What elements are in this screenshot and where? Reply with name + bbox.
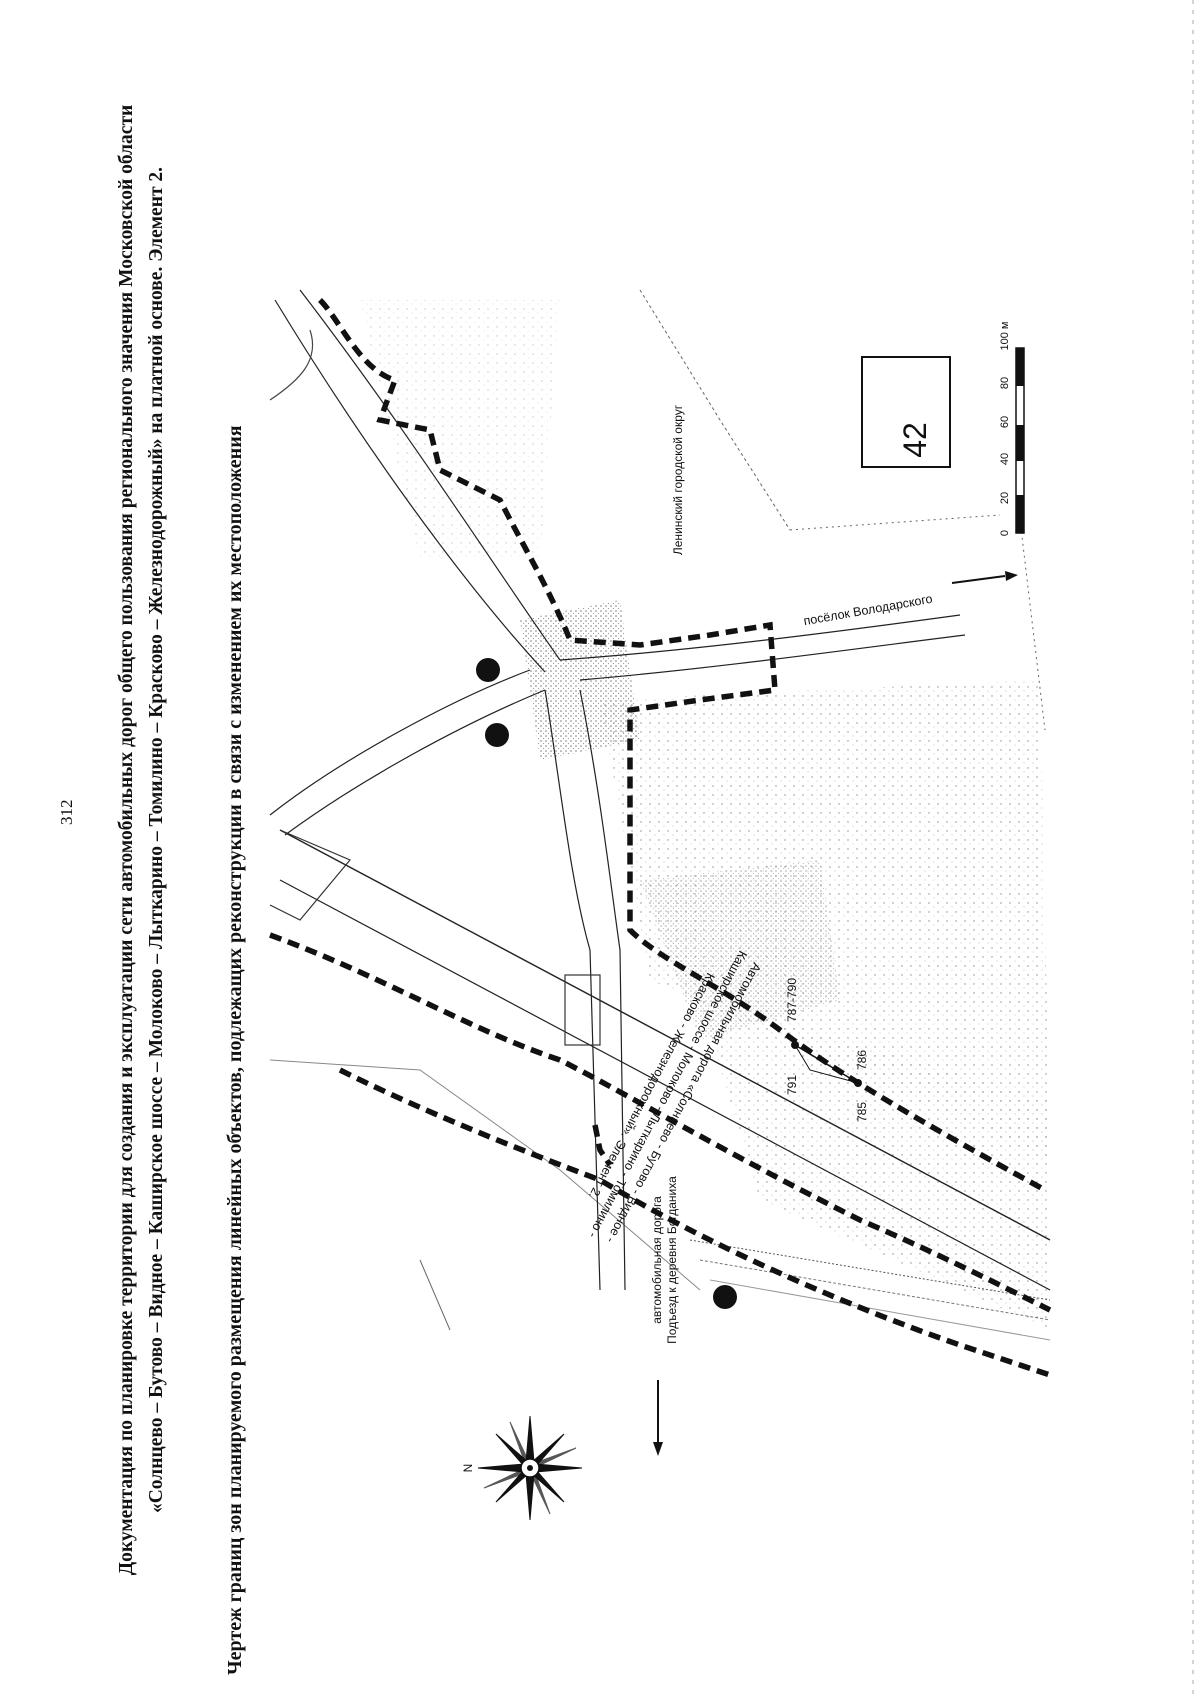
scale-tick-20: 20 <box>999 492 1011 504</box>
scale-tick-60: 60 <box>999 416 1011 428</box>
marker-a-icon: А <box>485 723 509 747</box>
sheet-number-box <box>861 356 951 468</box>
label-bogdanikha-road: автомобильная дорога <box>650 1196 664 1324</box>
arrow-down-icon <box>653 1380 663 1456</box>
survey-points <box>791 1041 862 1087</box>
svg-text:А: А <box>481 665 496 675</box>
main-highway <box>279 829 1051 1241</box>
arrow-right-icon <box>951 571 1018 584</box>
label-volodarsky: посёлок Володарского <box>802 592 933 628</box>
scale-tick-80: 80 <box>999 377 1011 389</box>
point-label-791: 791 <box>785 1075 799 1095</box>
scale-tick-0: 0 <box>999 530 1011 536</box>
marker-a-icon: А <box>713 1285 737 1309</box>
scale-tick-100: 100 м <box>999 322 1011 351</box>
vegetation-areas <box>360 300 1050 1330</box>
road-network <box>269 289 1051 1291</box>
road-south <box>544 689 601 1291</box>
point-label-787-790: 787-790 <box>785 978 799 1022</box>
road-diagonal-north <box>299 289 561 661</box>
compass-north-label: N <box>461 1464 475 1473</box>
planning-zone-boundaries <box>269 298 1052 1378</box>
scale-bar <box>1015 347 1025 534</box>
svg-text:А: А <box>718 1292 733 1302</box>
svg-text:А: А <box>490 730 505 740</box>
marker-a-icon: А <box>476 658 500 682</box>
road-south-west <box>269 669 531 816</box>
label-leninsky: Ленинский городской округ <box>671 404 685 555</box>
point-label-785: 785 <box>855 1102 869 1122</box>
boundary-lines <box>269 289 1051 1341</box>
scale-tick-40: 40 <box>999 453 1011 465</box>
sheet-number: 42 <box>897 422 933 458</box>
label-bogdanikha-access: Подъезд к деревня Богданиха <box>665 1176 679 1344</box>
compass-rose-icon <box>477 1415 583 1521</box>
point-label-786: 786 <box>855 1050 869 1070</box>
